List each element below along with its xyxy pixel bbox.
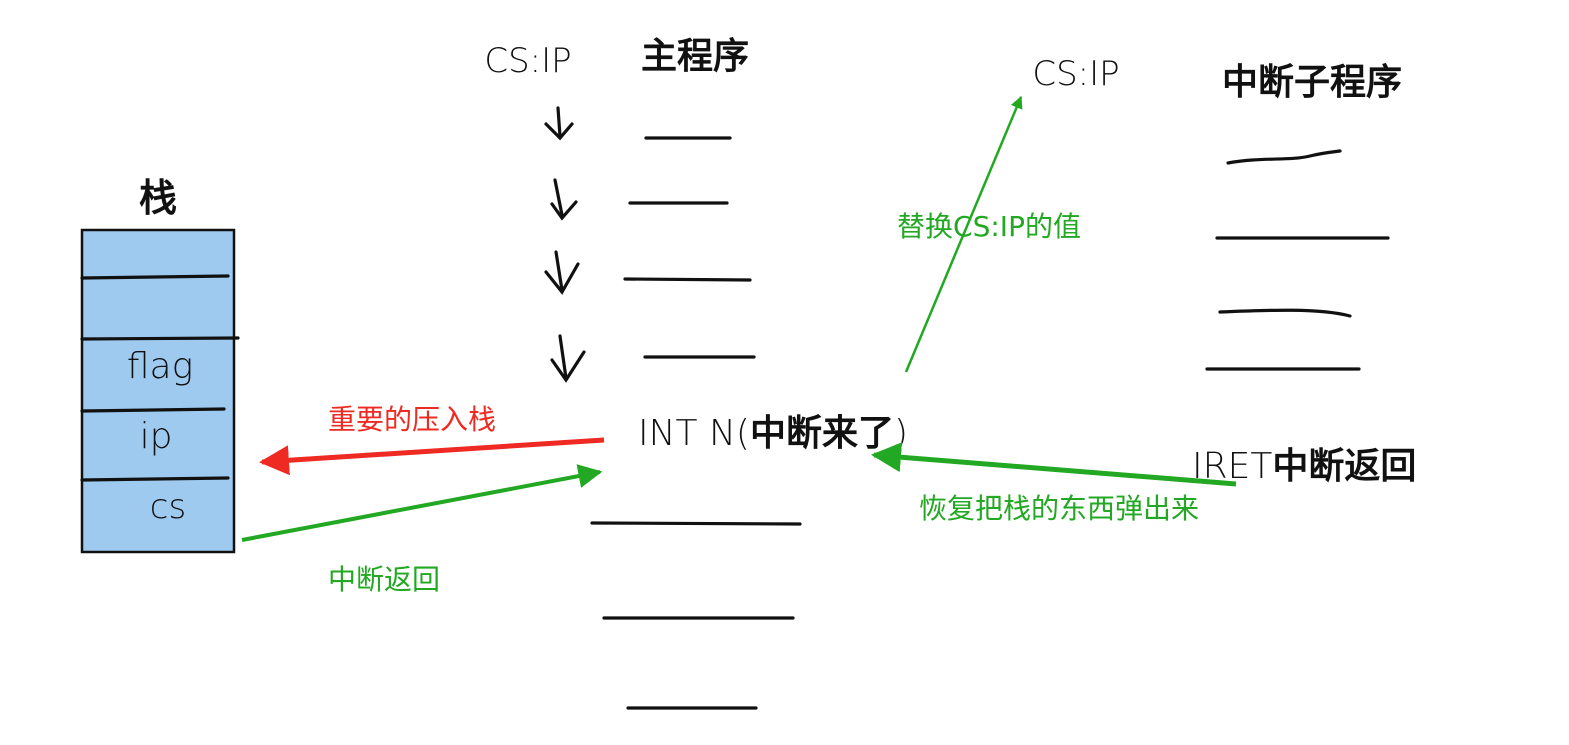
stack-body <box>80 228 236 554</box>
stack-divider <box>80 274 230 280</box>
stack-cell-flag: flag <box>127 346 193 387</box>
stack-divider <box>80 476 230 482</box>
int-instruction: INT N(中断来了) <box>638 413 908 454</box>
stack-divider <box>80 407 226 413</box>
stack-divider <box>80 336 240 341</box>
replace-arrow <box>904 95 1023 373</box>
down-arrow-icon <box>544 106 574 141</box>
replace-label: 替换CS:IP的值 <box>897 210 1081 243</box>
return-arrow <box>241 464 603 542</box>
pop-label: 恢复把栈的东西弹出来 <box>919 492 1199 525</box>
pop-arrow <box>871 442 1237 487</box>
return-label: 中断返回 <box>328 563 440 596</box>
main-cs-ip-label: CS:IP <box>484 41 571 81</box>
push-label: 重要的压入栈 <box>328 403 496 436</box>
isr-title: 中断子程序 <box>1222 62 1402 103</box>
isr-cs-ip-label: CS:IP <box>1032 54 1119 94</box>
down-arrow-icon <box>550 334 586 383</box>
instruction-line <box>1218 308 1352 318</box>
iret-instruction-bold: 中断返回 <box>1272 446 1416 487</box>
stack-cell-ip: ip <box>140 416 173 457</box>
push-arrow <box>259 437 605 476</box>
int-instruction-bold: 中断来了 <box>750 413 894 454</box>
iret-instruction: IRET中断返回 <box>1192 446 1416 487</box>
instruction-line <box>1226 149 1342 165</box>
instruction-line <box>590 521 802 526</box>
down-arrow-icon <box>544 250 580 295</box>
instruction-line <box>623 277 752 282</box>
main-program-title: 主程序 <box>641 36 749 77</box>
down-arrow-icon <box>550 178 578 221</box>
int-instruction-suffix: ) <box>894 413 908 454</box>
stack-box: flag ip cs <box>80 228 240 554</box>
execution-arrows <box>544 106 586 383</box>
stack-cell-cs: cs <box>150 487 186 527</box>
stack-title: 栈 <box>139 176 177 220</box>
int-instruction-prefix: INT N( <box>638 413 750 454</box>
main-instruction-lines <box>590 136 802 710</box>
isr-instruction-lines <box>1205 149 1390 371</box>
